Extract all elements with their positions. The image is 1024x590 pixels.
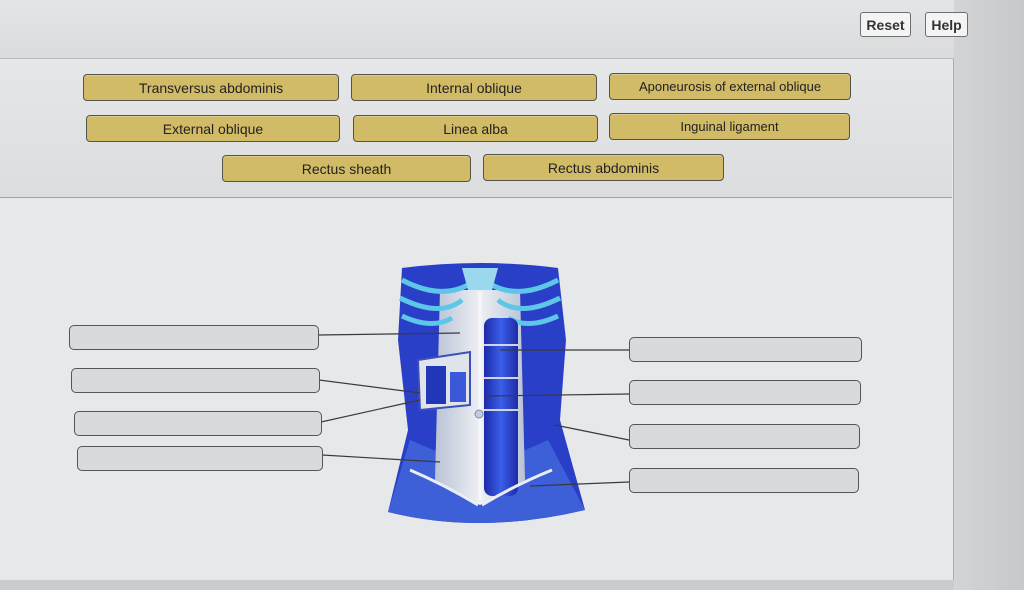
- drop-target-right-2[interactable]: [629, 380, 861, 405]
- drop-target-right-3[interactable]: [629, 424, 860, 449]
- drop-target-left-1[interactable]: [69, 325, 319, 350]
- drop-target-left-2[interactable]: [71, 368, 320, 393]
- label-chip-internal-oblique[interactable]: Internal oblique: [351, 74, 597, 101]
- drop-target-right-4[interactable]: [629, 468, 859, 493]
- torso-illustration: [388, 263, 585, 524]
- drop-target-left-4[interactable]: [77, 446, 323, 471]
- label-chip-inguinal-ligament[interactable]: Inguinal ligament: [609, 113, 850, 140]
- labeling-panel: Transversus abdominis Internal oblique A…: [0, 58, 954, 580]
- label-bank: Transversus abdominis Internal oblique A…: [0, 59, 952, 198]
- label-chip-rectus-sheath[interactable]: Rectus sheath: [222, 155, 471, 182]
- label-chip-linea-alba[interactable]: Linea alba: [353, 115, 598, 142]
- drop-target-right-1[interactable]: [629, 337, 862, 362]
- top-toolbar: [0, 0, 1024, 58]
- label-chip-transversus-abdominis[interactable]: Transversus abdominis: [83, 74, 339, 101]
- window-edge: [954, 0, 1024, 590]
- leader-lines: [317, 332, 630, 487]
- label-chip-aponeurosis-external-oblique[interactable]: Aponeurosis of external oblique: [609, 73, 851, 100]
- drop-target-left-3[interactable]: [74, 411, 322, 436]
- reset-button[interactable]: Reset: [860, 12, 911, 37]
- label-chip-rectus-abdominis[interactable]: Rectus abdominis: [483, 154, 724, 181]
- label-chip-external-oblique[interactable]: External oblique: [86, 115, 340, 142]
- help-button[interactable]: Help: [925, 12, 968, 37]
